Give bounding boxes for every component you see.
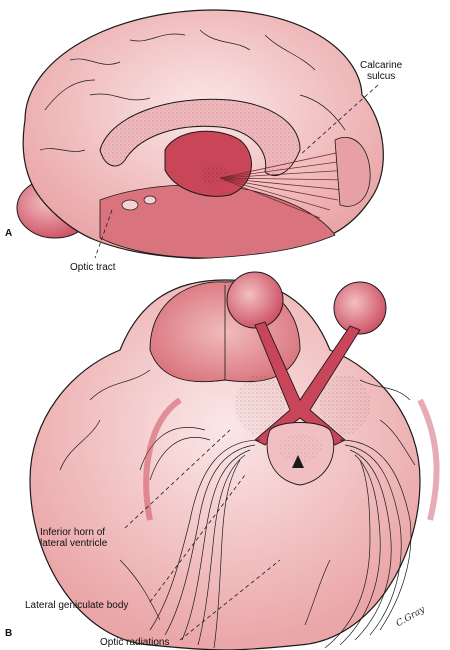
- leaders-b: [124, 429, 281, 641]
- optic-radiations-left: [139, 427, 261, 649]
- optic-bulb-right: [333, 281, 387, 335]
- panel-letter-b: B: [5, 628, 13, 639]
- label-optic-radiations: Optic radiations: [100, 637, 170, 648]
- panel-a-brain: [16, 9, 384, 259]
- label-lateral-geniculate-body: Lateral geniculate body: [25, 600, 129, 611]
- optic-radiations-right: [324, 439, 412, 649]
- label-calcarine-sulcus: Calcarine sulcus: [360, 60, 403, 82]
- label-optic-tract: Optic tract: [70, 262, 116, 273]
- occipital-pole: [334, 137, 371, 207]
- optic-bulb-left: [226, 271, 284, 329]
- panel-b-brain: [29, 271, 440, 650]
- calcarine-fibers: [219, 149, 353, 219]
- panel-letter-a: A: [5, 228, 13, 239]
- gyri-lines-a: [39, 29, 346, 152]
- label-inferior-horn: Inferior horn of lateral ventricle: [40, 527, 108, 549]
- gyri-lines-b: [59, 369, 416, 626]
- leaders-a: [94, 84, 379, 259]
